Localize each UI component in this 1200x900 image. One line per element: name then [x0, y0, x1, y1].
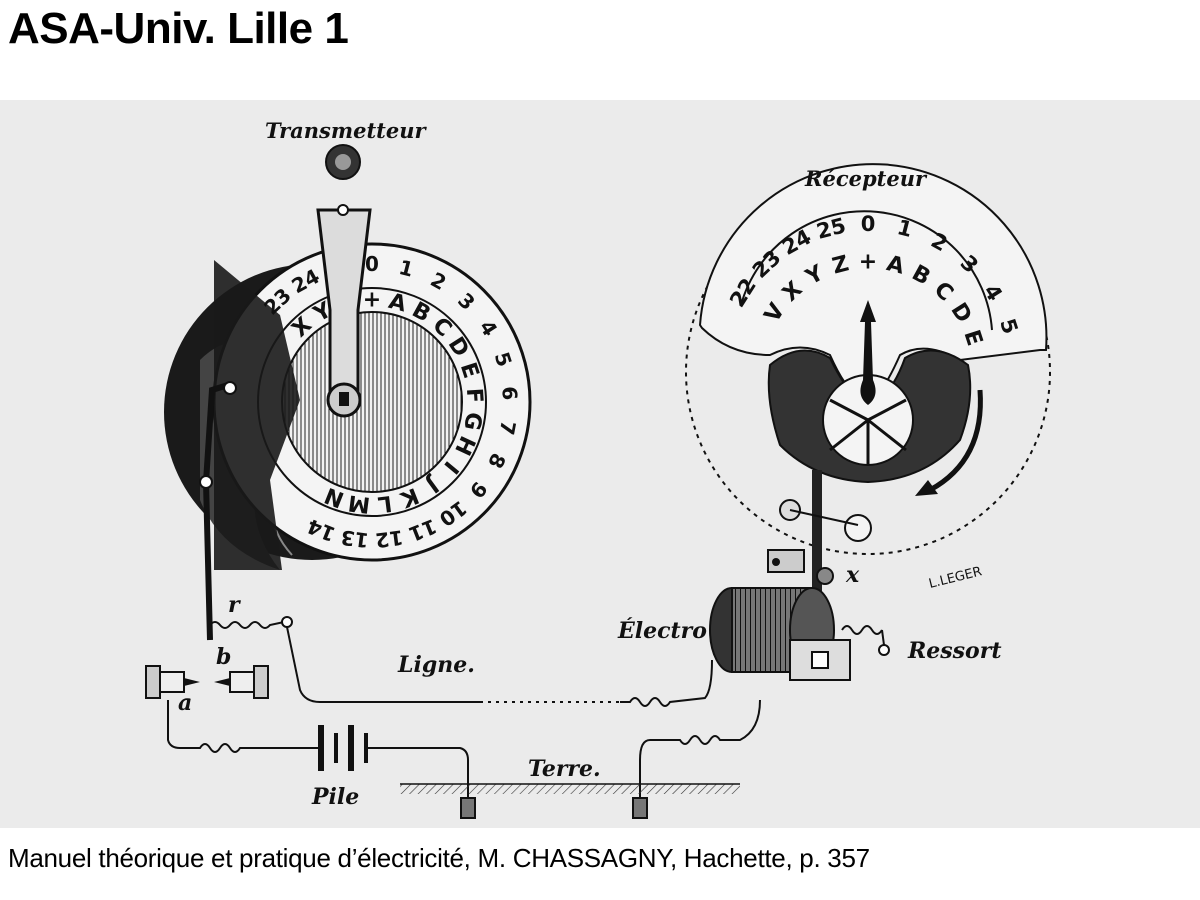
contact-b-tip — [214, 678, 230, 686]
receiver-dial-letter: A — [884, 251, 907, 279]
telegraph-diagram: 01234567891011121314252423 +ABCDEFGHIJKL… — [145, 118, 1051, 819]
transmitter-dial-letter: + — [363, 288, 381, 313]
label-terre: Terre. — [528, 756, 601, 782]
receiver-ring-divider — [740, 210, 993, 331]
label-electro: Électro — [617, 617, 707, 644]
transmitter-dial-number: 6 — [497, 386, 522, 401]
circuit-wires — [167, 616, 761, 800]
transmitter-cutaway — [214, 260, 300, 570]
escapement-spokes — [829, 398, 907, 465]
transmitter-apparatus: 01234567891011121314252423 +ABCDEFGHIJKL… — [164, 144, 532, 641]
electro-ground-wire — [639, 699, 761, 800]
electro-pole — [811, 651, 829, 669]
transmitter-dial-number: 1 — [397, 255, 416, 282]
label-ligne: Ligne. — [397, 652, 475, 678]
rotation-arrowhead — [915, 480, 938, 496]
transmitter-lever — [202, 382, 229, 641]
contact-b-screw — [253, 665, 269, 699]
resistance-r — [209, 621, 285, 629]
transmitter-dial-number: 13 — [339, 525, 370, 552]
label-recepteur: Récepteur — [804, 166, 928, 191]
contact-a-body — [159, 671, 185, 693]
pile-wire-right — [380, 747, 469, 800]
ground-hatching — [400, 784, 740, 794]
pile-wire-left — [167, 700, 305, 753]
ground-plate-right — [632, 797, 648, 819]
receiver-dial-number: 1 — [895, 215, 915, 242]
receiver-dial-letter: E — [958, 327, 986, 349]
lever-pivot — [223, 381, 237, 395]
label-r: r — [228, 592, 241, 618]
contact-b-body — [229, 671, 255, 693]
ligne-wire-left — [286, 626, 480, 703]
transmitter-dial-number: 0 — [365, 252, 379, 276]
pivot-x — [816, 567, 834, 585]
transmitter-pivot — [337, 204, 349, 216]
terre-ground — [400, 783, 740, 819]
rotation-arrow — [928, 389, 983, 493]
lever-joint — [199, 475, 213, 489]
label-ressort: Ressort — [907, 638, 1001, 664]
transmitter-dial-number: 12 — [374, 525, 405, 552]
armature-bracket — [767, 549, 805, 573]
label-pile: Pile — [311, 784, 359, 810]
label-x: x — [845, 562, 860, 588]
transmitter-face — [281, 311, 463, 493]
transmitter-dial-letter: E — [455, 359, 483, 381]
contact-a-screw — [145, 665, 161, 699]
ligne-wire-right — [620, 659, 713, 707]
label-a: a — [178, 690, 192, 716]
resistance-terminal — [281, 616, 293, 628]
engraver-signature: L.LEGER — [927, 564, 983, 592]
engraving-figure: 01234567891011121314252423 +ABCDEFGHIJKL… — [0, 100, 1200, 828]
transmitter-dial-letter: G — [458, 410, 486, 432]
receiver-dial-letter: Z — [830, 251, 852, 279]
armature-rod — [812, 470, 822, 670]
armature-crossbar — [789, 509, 859, 526]
receiver-dial-letter: + — [859, 250, 877, 275]
ground-plate-left — [460, 797, 476, 819]
transmitter-dial-number: 7 — [495, 419, 521, 437]
transmitter-dial-letter: M — [347, 489, 372, 517]
spring-hook — [881, 629, 885, 646]
contacts — [145, 665, 269, 699]
receiver-dial-number: 5 — [995, 316, 1022, 337]
contact-a-tip — [184, 678, 200, 686]
ressort-spring — [841, 625, 883, 635]
transmitter-dial-letter: F — [461, 387, 487, 404]
source-caption: Manuel théorique et pratique d’électrici… — [8, 843, 870, 873]
receiver-dial-face — [698, 163, 1048, 402]
spring-anchor — [878, 644, 890, 656]
armature-counterweight — [844, 514, 872, 542]
receiver-dial-number: 0 — [861, 212, 876, 236]
transmitter-dial-letter: L — [376, 490, 393, 517]
pile-battery — [305, 725, 380, 771]
transmitter-handle-slot — [339, 392, 349, 406]
label-transmetteur: Transmetteur — [265, 118, 427, 143]
bracket-screw — [772, 558, 780, 566]
slide-title: ASA-Univ. Lille 1 — [8, 4, 349, 53]
transmitter-knob-center — [335, 154, 351, 170]
label-b: b — [216, 644, 231, 670]
transmitter-dial-letter: A — [386, 289, 409, 317]
receiver-pointer — [860, 300, 876, 405]
